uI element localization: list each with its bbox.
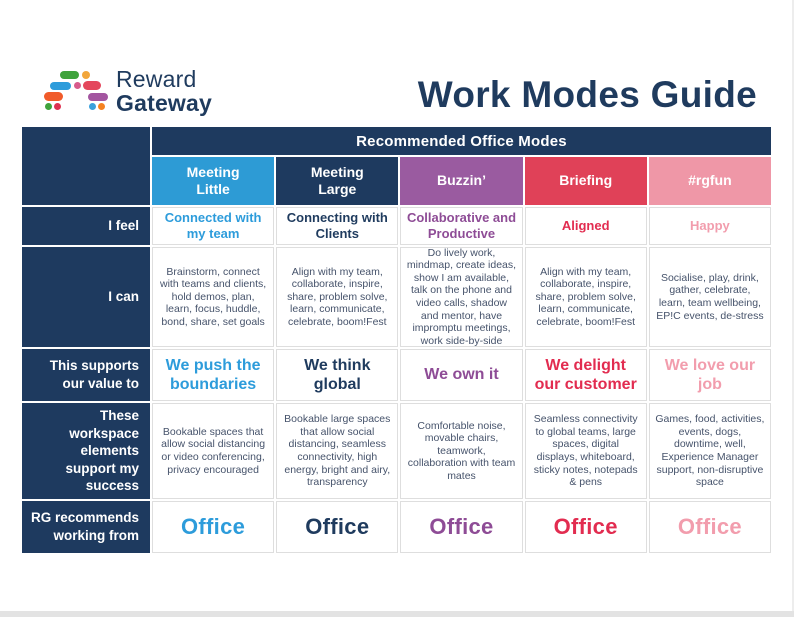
cell-rg-recommends-col3: Office	[400, 501, 523, 553]
cell-workspace-elements-col4: Seamless connectivity to global teams, l…	[524, 403, 647, 499]
row-label-supports-value: This supports our value to	[22, 349, 150, 401]
cell-i-feel-col2: Connecting with Clients	[276, 207, 399, 245]
brand-wordmark: Reward Gateway	[116, 67, 212, 115]
recommended-office-modes-header: Recommended Office Modes	[152, 127, 771, 155]
cell-workspace-elements-col3: Comfortable noise, movable chairs, teamw…	[400, 403, 523, 499]
reward-gateway-arch-icon	[44, 66, 108, 112]
cell-i-feel-col5: Happy	[648, 207, 771, 245]
window-bottom-edge	[0, 611, 794, 617]
cell-i-can-col2: Align with my team, collaborate, inspire…	[276, 247, 399, 347]
cell-workspace-elements-col5: Games, food, activities, events, dogs, d…	[648, 403, 771, 499]
window-right-edge	[792, 0, 794, 617]
cell-i-can-col4: Align with my team, collaborate, inspire…	[524, 247, 647, 347]
cell-supports-value-col3: We own it	[400, 349, 523, 401]
cell-supports-value-col2: We think global	[276, 349, 399, 401]
cell-i-feel-col1: Connected with my team	[152, 207, 275, 245]
table-corner	[22, 127, 150, 205]
cell-rg-recommends-col5: Office	[648, 501, 771, 553]
column-header-1: Meeting Little	[152, 157, 275, 205]
cell-supports-value-col4: We delight our customer	[524, 349, 647, 401]
cell-i-can-col1: Brainstorm, connect with teams and clien…	[152, 247, 275, 347]
column-header-2: Meeting Large	[276, 157, 399, 205]
page-title: Work Modes Guide	[417, 74, 757, 115]
brand-word-gateway: Gateway	[116, 90, 213, 116]
row-label-i-feel: I feel	[22, 207, 150, 245]
row-label-workspace-elements: These workspace elements support my succ…	[22, 403, 150, 499]
cell-i-feel-col4: Aligned	[524, 207, 647, 245]
cell-supports-value-col5: We love our job	[648, 349, 771, 401]
row-label-i-can: I can	[22, 247, 150, 347]
cell-workspace-elements-col1: Bookable spaces that allow social distan…	[152, 403, 275, 499]
column-header-3: Buzzin’	[400, 157, 523, 205]
reward-gateway-logo: Reward Gateway	[44, 66, 212, 115]
cell-i-can-col3: Do lively work, mindmap, create ideas, s…	[400, 247, 523, 347]
cell-i-can-col5: Socialise, play, drink, gather, celebrat…	[648, 247, 771, 347]
column-header-5: #rgfun	[648, 157, 771, 205]
cell-rg-recommends-col1: Office	[152, 501, 275, 553]
cell-rg-recommends-col4: Office	[524, 501, 647, 553]
cell-i-feel-col3: Collaborative and Productive	[400, 207, 523, 245]
cell-supports-value-col1: We push the boundaries	[152, 349, 275, 401]
brand-word-reward: Reward	[116, 66, 197, 92]
column-header-4: Briefing	[524, 157, 647, 205]
cell-workspace-elements-col2: Bookable large spaces that allow social …	[276, 403, 399, 499]
cell-rg-recommends-col2: Office	[276, 501, 399, 553]
page-header: Reward Gateway Work Modes Guide	[0, 0, 794, 127]
row-label-rg-recommends: RG recommends working from	[22, 501, 150, 553]
